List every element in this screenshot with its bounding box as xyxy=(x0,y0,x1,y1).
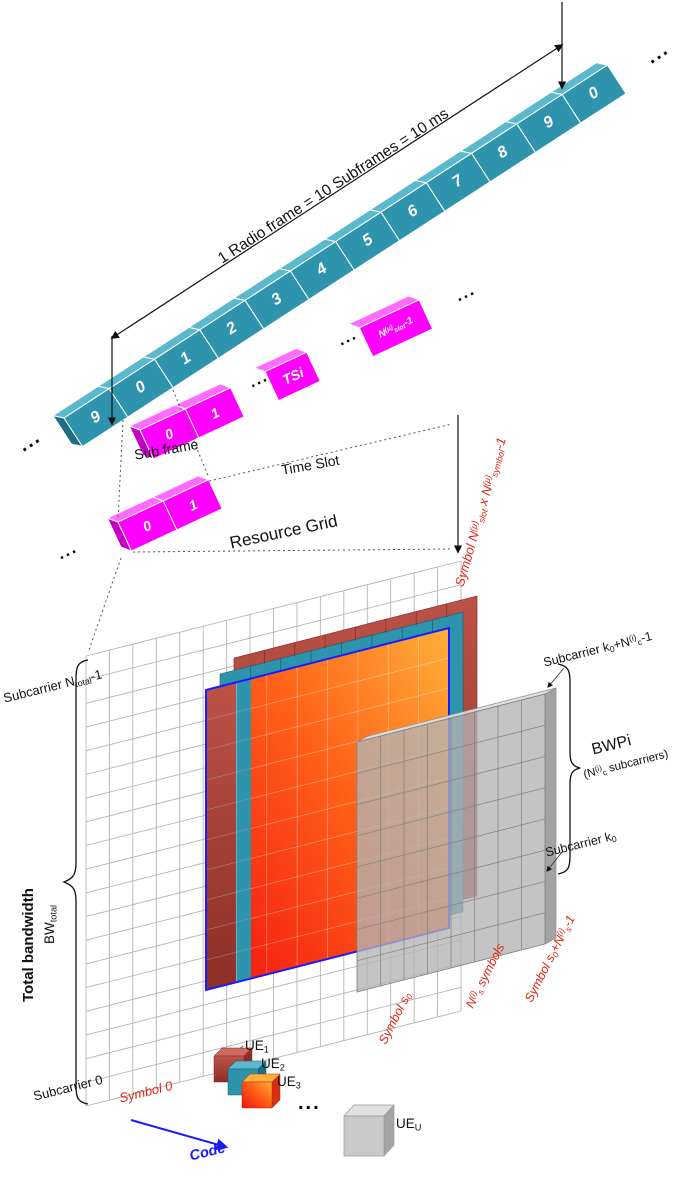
bwp-cell-lines xyxy=(356,700,546,986)
legend-ue3-front xyxy=(241,1081,273,1109)
projection-line xyxy=(117,419,124,521)
strip-line xyxy=(235,828,252,833)
strip-line xyxy=(205,712,237,721)
strip-line xyxy=(235,708,252,713)
grid-line xyxy=(85,584,462,681)
text-segment: (μ) xyxy=(383,324,395,335)
ellipsis-legend: ... xyxy=(298,1092,321,1114)
allocation-line xyxy=(205,657,450,721)
total-bandwidth-label: Total bandwidth xyxy=(20,888,37,1002)
strip-line xyxy=(205,742,237,751)
projection-line xyxy=(132,548,453,553)
time-slots-cell xyxy=(184,387,245,439)
grid-line xyxy=(85,1010,462,1107)
frame-chains xyxy=(51,62,627,552)
projection-line xyxy=(172,389,210,479)
bwp-line xyxy=(356,881,546,930)
text-segment: UE xyxy=(245,1038,264,1053)
radio-frame-measure-arrow xyxy=(110,44,564,339)
slab-strip-lines xyxy=(205,708,252,961)
strip-line xyxy=(235,948,252,953)
legend-ue3-label: UE3 xyxy=(277,1074,301,1091)
strip-line xyxy=(205,922,237,931)
text-segment: total xyxy=(48,904,59,923)
strip-line xyxy=(235,858,252,863)
strip-line xyxy=(235,768,252,773)
bwp-line xyxy=(356,818,546,868)
legend-ue2-label: UE2 xyxy=(261,1056,285,1073)
legend-ueu-front xyxy=(343,1115,385,1157)
strip-line xyxy=(205,892,237,901)
text-segment: 2 xyxy=(279,1062,285,1073)
strip-line xyxy=(235,738,252,743)
text-segment: BW xyxy=(42,922,57,944)
bw-total-label: BWtotal xyxy=(42,905,59,944)
subcarrier-k-hi-arrow xyxy=(547,667,565,688)
strip-line xyxy=(205,862,237,871)
time-slots-cell xyxy=(264,351,321,402)
strip-line xyxy=(205,832,237,841)
strip-line xyxy=(235,918,252,923)
radio-frame-cell xyxy=(561,64,627,124)
ue2-side-strip xyxy=(236,678,251,983)
code-axis-arrow xyxy=(130,1119,229,1151)
bwp-line xyxy=(356,756,546,805)
legend-ue1-label: UE1 xyxy=(245,1038,269,1055)
strip-line xyxy=(235,888,252,893)
projection-line xyxy=(208,423,453,482)
bwp-brace xyxy=(557,663,581,875)
strip-line xyxy=(205,952,237,961)
strip-line xyxy=(205,802,237,811)
slot-expanded-chain xyxy=(106,475,223,552)
strip-line xyxy=(205,772,237,781)
bwp-line xyxy=(356,912,546,962)
projection-line xyxy=(88,557,122,651)
grid-line xyxy=(85,986,462,1083)
text-segment: UE xyxy=(277,1074,296,1089)
strip-line xyxy=(235,798,252,803)
bwp-line xyxy=(356,724,546,774)
bwp-side-face xyxy=(544,687,557,945)
text-segment: UE xyxy=(261,1056,280,1071)
grid-line xyxy=(85,560,462,657)
ue1-side-strip xyxy=(206,682,236,990)
bwp-line xyxy=(356,787,546,837)
subcarrier-k0-arrow xyxy=(546,851,563,872)
total-bandwidth-brace xyxy=(62,659,89,1105)
text-segment: 3 xyxy=(295,1080,301,1091)
bwp-line xyxy=(356,849,546,899)
text-segment: UE xyxy=(396,1116,415,1131)
slot-expanded-cell xyxy=(162,479,223,531)
text-segment: 1 xyxy=(263,1044,269,1055)
allocation-line xyxy=(205,687,450,751)
legend-ueu-label: UEU xyxy=(396,1116,421,1133)
text-segment: U xyxy=(414,1122,422,1133)
